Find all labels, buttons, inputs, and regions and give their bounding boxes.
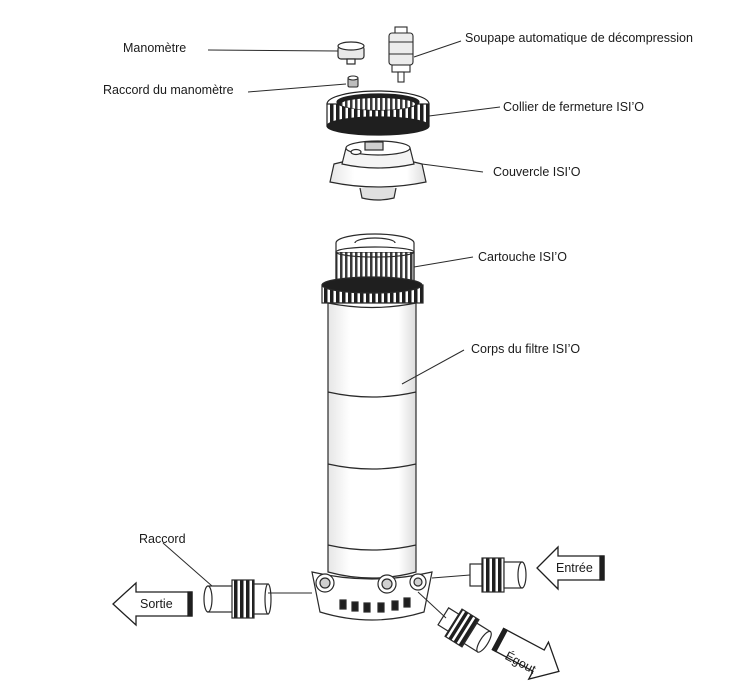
label-couvercle: Couvercle ISI’O [493,165,581,179]
label-manometre: Manomètre [123,41,187,55]
pressure-gauge [337,41,365,65]
union-fitting-left [203,579,272,619]
arrow-label-sortie: Sortie [140,597,173,611]
union-fitting-inlet [469,557,527,593]
leader-lines [162,40,501,619]
filter-body [311,276,433,621]
label-collier: Collier de fermeture ISI’O [503,100,645,114]
label-raccord-manometre: Raccord du manomètre [103,83,234,97]
filter-lid [329,140,427,201]
gauge-fitting [347,75,359,88]
egout-arrow [491,627,560,681]
label-cartouche: Cartouche ISI’O [478,250,567,264]
sortie-arrow [112,581,193,627]
locking-collar [326,90,430,136]
entree-arrow [536,545,605,591]
label-soupape: Soupape automatique de décompression [465,31,693,45]
label-raccord: Raccord [139,532,186,546]
arrow-label-entree: Entrée [556,561,593,575]
label-corps: Corps du filtre ISI’O [471,342,581,356]
union-fitting-drain [437,607,492,653]
relief-valve [388,26,414,83]
